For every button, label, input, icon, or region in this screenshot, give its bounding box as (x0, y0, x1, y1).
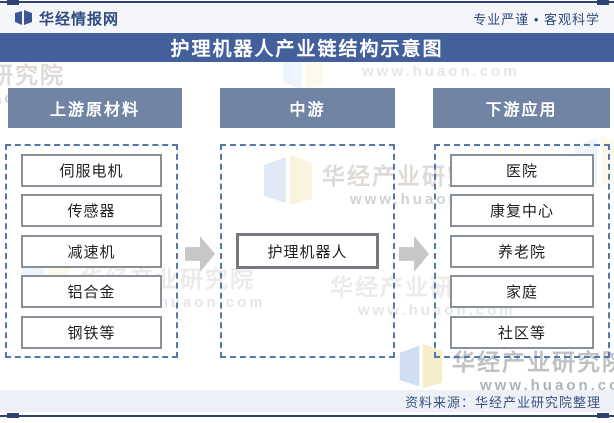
bottom-accent-line (0, 415, 614, 417)
arrow-right-icon (399, 236, 429, 272)
brand: 华经情报网 (14, 8, 119, 29)
brand-name: 华经情报网 (39, 10, 120, 28)
watermark-url: www.huaon.com (362, 63, 520, 80)
source-note: 资料来源：华经产业研究院整理 (0, 390, 614, 412)
top-right-cap (597, 0, 609, 5)
upstream-item: 传感器 (21, 194, 162, 227)
upstream-item: 铝合金 (21, 275, 162, 308)
downstream-item: 社区等 (450, 315, 594, 349)
upstream-item: 减速机 (21, 234, 162, 268)
slogan-text: 专业严谨 • 客观科学 (473, 11, 600, 27)
bottom-right-cap (597, 413, 609, 418)
upstream-item: 伺服电机 (21, 153, 162, 187)
midstream-group: 护理机器人 (220, 144, 395, 358)
downstream-item: 医院 (450, 153, 594, 187)
upstream-item: 钢铁等 (21, 315, 162, 349)
column-header-upstream: 上游原材料 (8, 88, 182, 128)
brand-logo-icon (14, 10, 33, 26)
page-title: 护理机器人产业链结构示意图 (0, 33, 614, 62)
midstream-item: 护理机器人 (236, 233, 379, 269)
top-left-cap (7, 0, 19, 5)
arrow-right-icon (185, 236, 215, 272)
bottom-left-cap (7, 413, 19, 418)
column-header-midstream: 中游 (220, 88, 395, 128)
column-header-downstream: 下游应用 (433, 88, 610, 128)
downstream-group: 医院 康复中心 养老院 家庭 社区等 (434, 144, 610, 358)
downstream-item: 养老院 (450, 234, 594, 268)
top-header-bar: 华经情报网 专业严谨 • 客观科学 (0, 3, 614, 33)
downstream-item: 康复中心 (450, 194, 594, 227)
downstream-item: 家庭 (450, 275, 594, 308)
top-accent-line (0, 1, 614, 3)
upstream-group: 伺服电机 传感器 减速机 铝合金 钢铁等 (5, 144, 178, 358)
